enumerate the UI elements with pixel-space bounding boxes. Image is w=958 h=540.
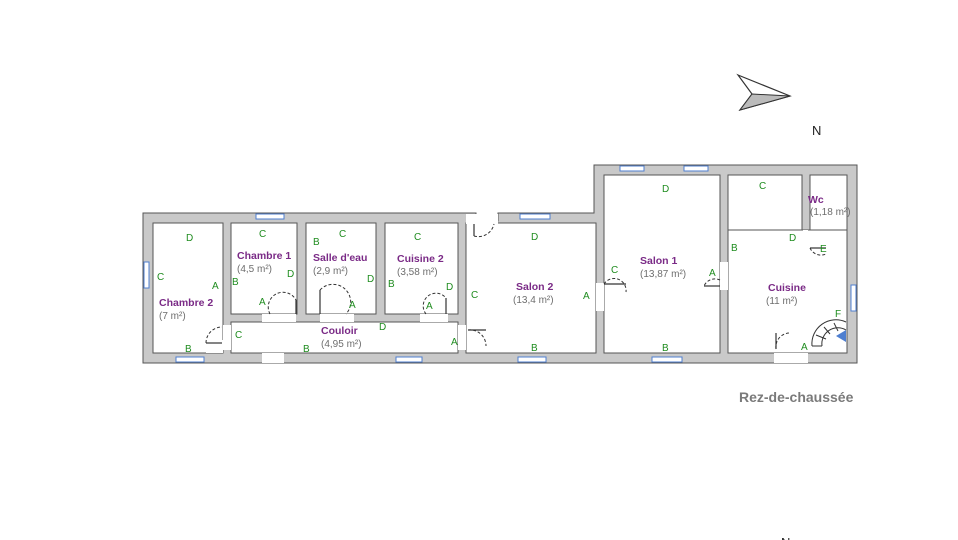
window bbox=[683, 165, 709, 172]
door-openings bbox=[206, 214, 808, 363]
room-name: Salon 2 bbox=[516, 281, 554, 293]
wall-label: A bbox=[451, 337, 458, 348]
wall-label: F bbox=[835, 309, 841, 320]
window bbox=[143, 261, 150, 289]
room-salle-d-eau: Salle d'eau (2,9 m²) bbox=[313, 252, 367, 277]
spiral-staircase-icon bbox=[811, 319, 847, 347]
wall-label: A bbox=[709, 268, 716, 279]
window bbox=[651, 356, 683, 363]
wall-label: D bbox=[379, 322, 386, 333]
room-area: (4,5 m²) bbox=[237, 264, 272, 275]
room-area: (7 m²) bbox=[159, 311, 186, 322]
room-area: (11 m²) bbox=[766, 296, 797, 307]
wall-label: B bbox=[531, 343, 538, 354]
wall-label: B bbox=[388, 279, 395, 290]
room-area: (1,18 m²) bbox=[810, 207, 851, 218]
room-name: Cuisine 2 bbox=[397, 253, 444, 265]
wall-label: C bbox=[611, 265, 618, 276]
room-cuisine-2: Cuisine 2 (3,58 m²) bbox=[397, 253, 444, 278]
window bbox=[850, 284, 857, 312]
room-area: (3,58 m²) bbox=[397, 267, 438, 278]
wall-label: C bbox=[235, 330, 242, 341]
room-chambre-1: Chambre 1 (4,5 m²) bbox=[237, 250, 291, 275]
wall-label: C bbox=[414, 232, 421, 243]
window bbox=[519, 213, 551, 220]
room-area: (13,4 m²) bbox=[513, 295, 554, 306]
room-salon-1: Salon 1 (13,87 m²) bbox=[640, 255, 686, 280]
room-cuisine: Cuisine (11 m²) bbox=[766, 282, 806, 307]
window bbox=[517, 356, 547, 363]
windows bbox=[143, 165, 857, 363]
room-area: (13,87 m²) bbox=[640, 269, 686, 280]
room-wc: Wc (1,18 m²) bbox=[808, 194, 851, 218]
wall-label: C bbox=[259, 229, 266, 240]
room-salon-2: Salon 2 (13,4 m²) bbox=[513, 281, 554, 306]
wall-label: D bbox=[531, 232, 538, 243]
wall-label: D bbox=[367, 274, 374, 285]
compass-arrow-icon bbox=[736, 73, 792, 112]
wall-label: B bbox=[232, 277, 239, 288]
window bbox=[619, 165, 645, 172]
window bbox=[395, 356, 423, 363]
door-leaves bbox=[206, 224, 826, 349]
wall-label: B bbox=[662, 343, 669, 354]
wall-label: D bbox=[789, 233, 796, 244]
compass-north-label-bottom: N bbox=[781, 535, 790, 540]
wall-label: E bbox=[820, 244, 827, 255]
room-name: Salon 1 bbox=[640, 255, 678, 267]
compass-north-label: N bbox=[812, 123, 821, 138]
wall-label: A bbox=[583, 291, 590, 302]
wall-label: C bbox=[339, 229, 346, 240]
wall-label: C bbox=[157, 272, 164, 283]
wall-label: A bbox=[212, 281, 219, 292]
room-name: Cuisine bbox=[768, 282, 806, 294]
floor-caption: Rez-de-chaussée bbox=[739, 389, 854, 405]
wall-label: D bbox=[287, 269, 294, 280]
wall-label: D bbox=[662, 184, 669, 195]
room-name: Chambre 1 bbox=[237, 250, 291, 262]
room-chambre-2: Chambre 2 (7 m²) bbox=[159, 297, 213, 322]
wall-label: B bbox=[731, 243, 738, 254]
room-couloir: Couloir (4,95 m²) bbox=[321, 325, 362, 350]
wall-label: A bbox=[259, 297, 266, 308]
window bbox=[255, 213, 285, 220]
wall-label: C bbox=[471, 290, 478, 301]
wall-label: B bbox=[313, 237, 320, 248]
wall-label: D bbox=[186, 233, 193, 244]
room-name: Couloir bbox=[321, 325, 358, 337]
wall-labels: D C A B C B D A C B D A C B D A C D B A … bbox=[157, 181, 841, 355]
room-name: Wc bbox=[808, 194, 824, 206]
room-name: Chambre 2 bbox=[159, 297, 213, 309]
room-area: (4,95 m²) bbox=[321, 339, 362, 350]
wall-label: A bbox=[349, 300, 356, 311]
wall-label: A bbox=[426, 301, 433, 312]
wall-label: D bbox=[446, 282, 453, 293]
wall-label: C bbox=[759, 181, 766, 192]
room-area: (2,9 m²) bbox=[313, 266, 348, 277]
wall-label: B bbox=[303, 344, 310, 355]
window bbox=[175, 356, 205, 363]
wall-label: A bbox=[801, 342, 808, 353]
wall-label: B bbox=[185, 344, 192, 355]
room-name: Salle d'eau bbox=[313, 252, 367, 264]
